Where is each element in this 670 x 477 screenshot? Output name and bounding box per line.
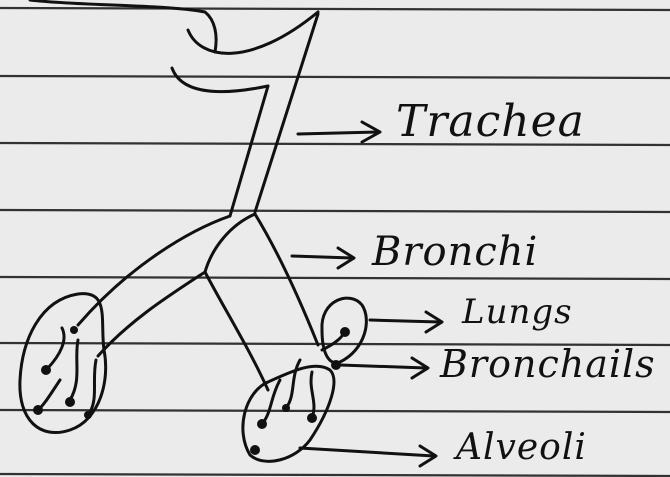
alveolus-dot <box>65 397 75 407</box>
alveolus-dot <box>282 404 290 412</box>
alveolus-dot <box>340 327 350 337</box>
bronchi-arrow <box>292 248 354 268</box>
trachea-label: Trachea <box>396 100 585 144</box>
trachea-arrow <box>298 122 380 142</box>
alveolus-dot <box>33 405 43 415</box>
mouth-curve <box>188 12 318 53</box>
alveoli-label: Alveoli <box>456 430 587 466</box>
left-bronchiole-2 <box>70 340 78 400</box>
alveolus-dot <box>307 413 317 423</box>
left-bronchiole-1 <box>48 328 64 368</box>
alveolus-dot <box>257 419 267 429</box>
right-bronchus <box>255 214 318 345</box>
alveolus-dot <box>331 360 341 370</box>
left-bronchiole-4 <box>38 380 60 410</box>
left-bronchiole-3 <box>90 360 96 412</box>
right-bronchiole-3 <box>262 380 280 424</box>
right-bronchus-inner <box>205 272 268 390</box>
lungs-label: Lungs <box>462 295 573 329</box>
alveoli-arrow <box>300 446 436 466</box>
alveolus-dot <box>70 326 78 334</box>
alveolus-dot <box>250 445 260 455</box>
bronchails-arrow <box>340 358 428 378</box>
alveolus-dot <box>84 411 92 419</box>
lungs-arrow <box>370 312 442 332</box>
alveolus-dot <box>41 365 51 375</box>
left-lung <box>20 294 106 433</box>
bronchi-label: Bronchi <box>372 232 538 272</box>
bronchails-label: Bronchails <box>440 345 656 383</box>
throat-curve <box>172 68 268 92</box>
alveoli-dots <box>33 326 350 455</box>
trachea-tube-right <box>255 14 318 212</box>
trachea-tube <box>230 86 268 216</box>
right-bronchiole-1 <box>286 360 300 408</box>
ruled-lines <box>0 8 670 476</box>
